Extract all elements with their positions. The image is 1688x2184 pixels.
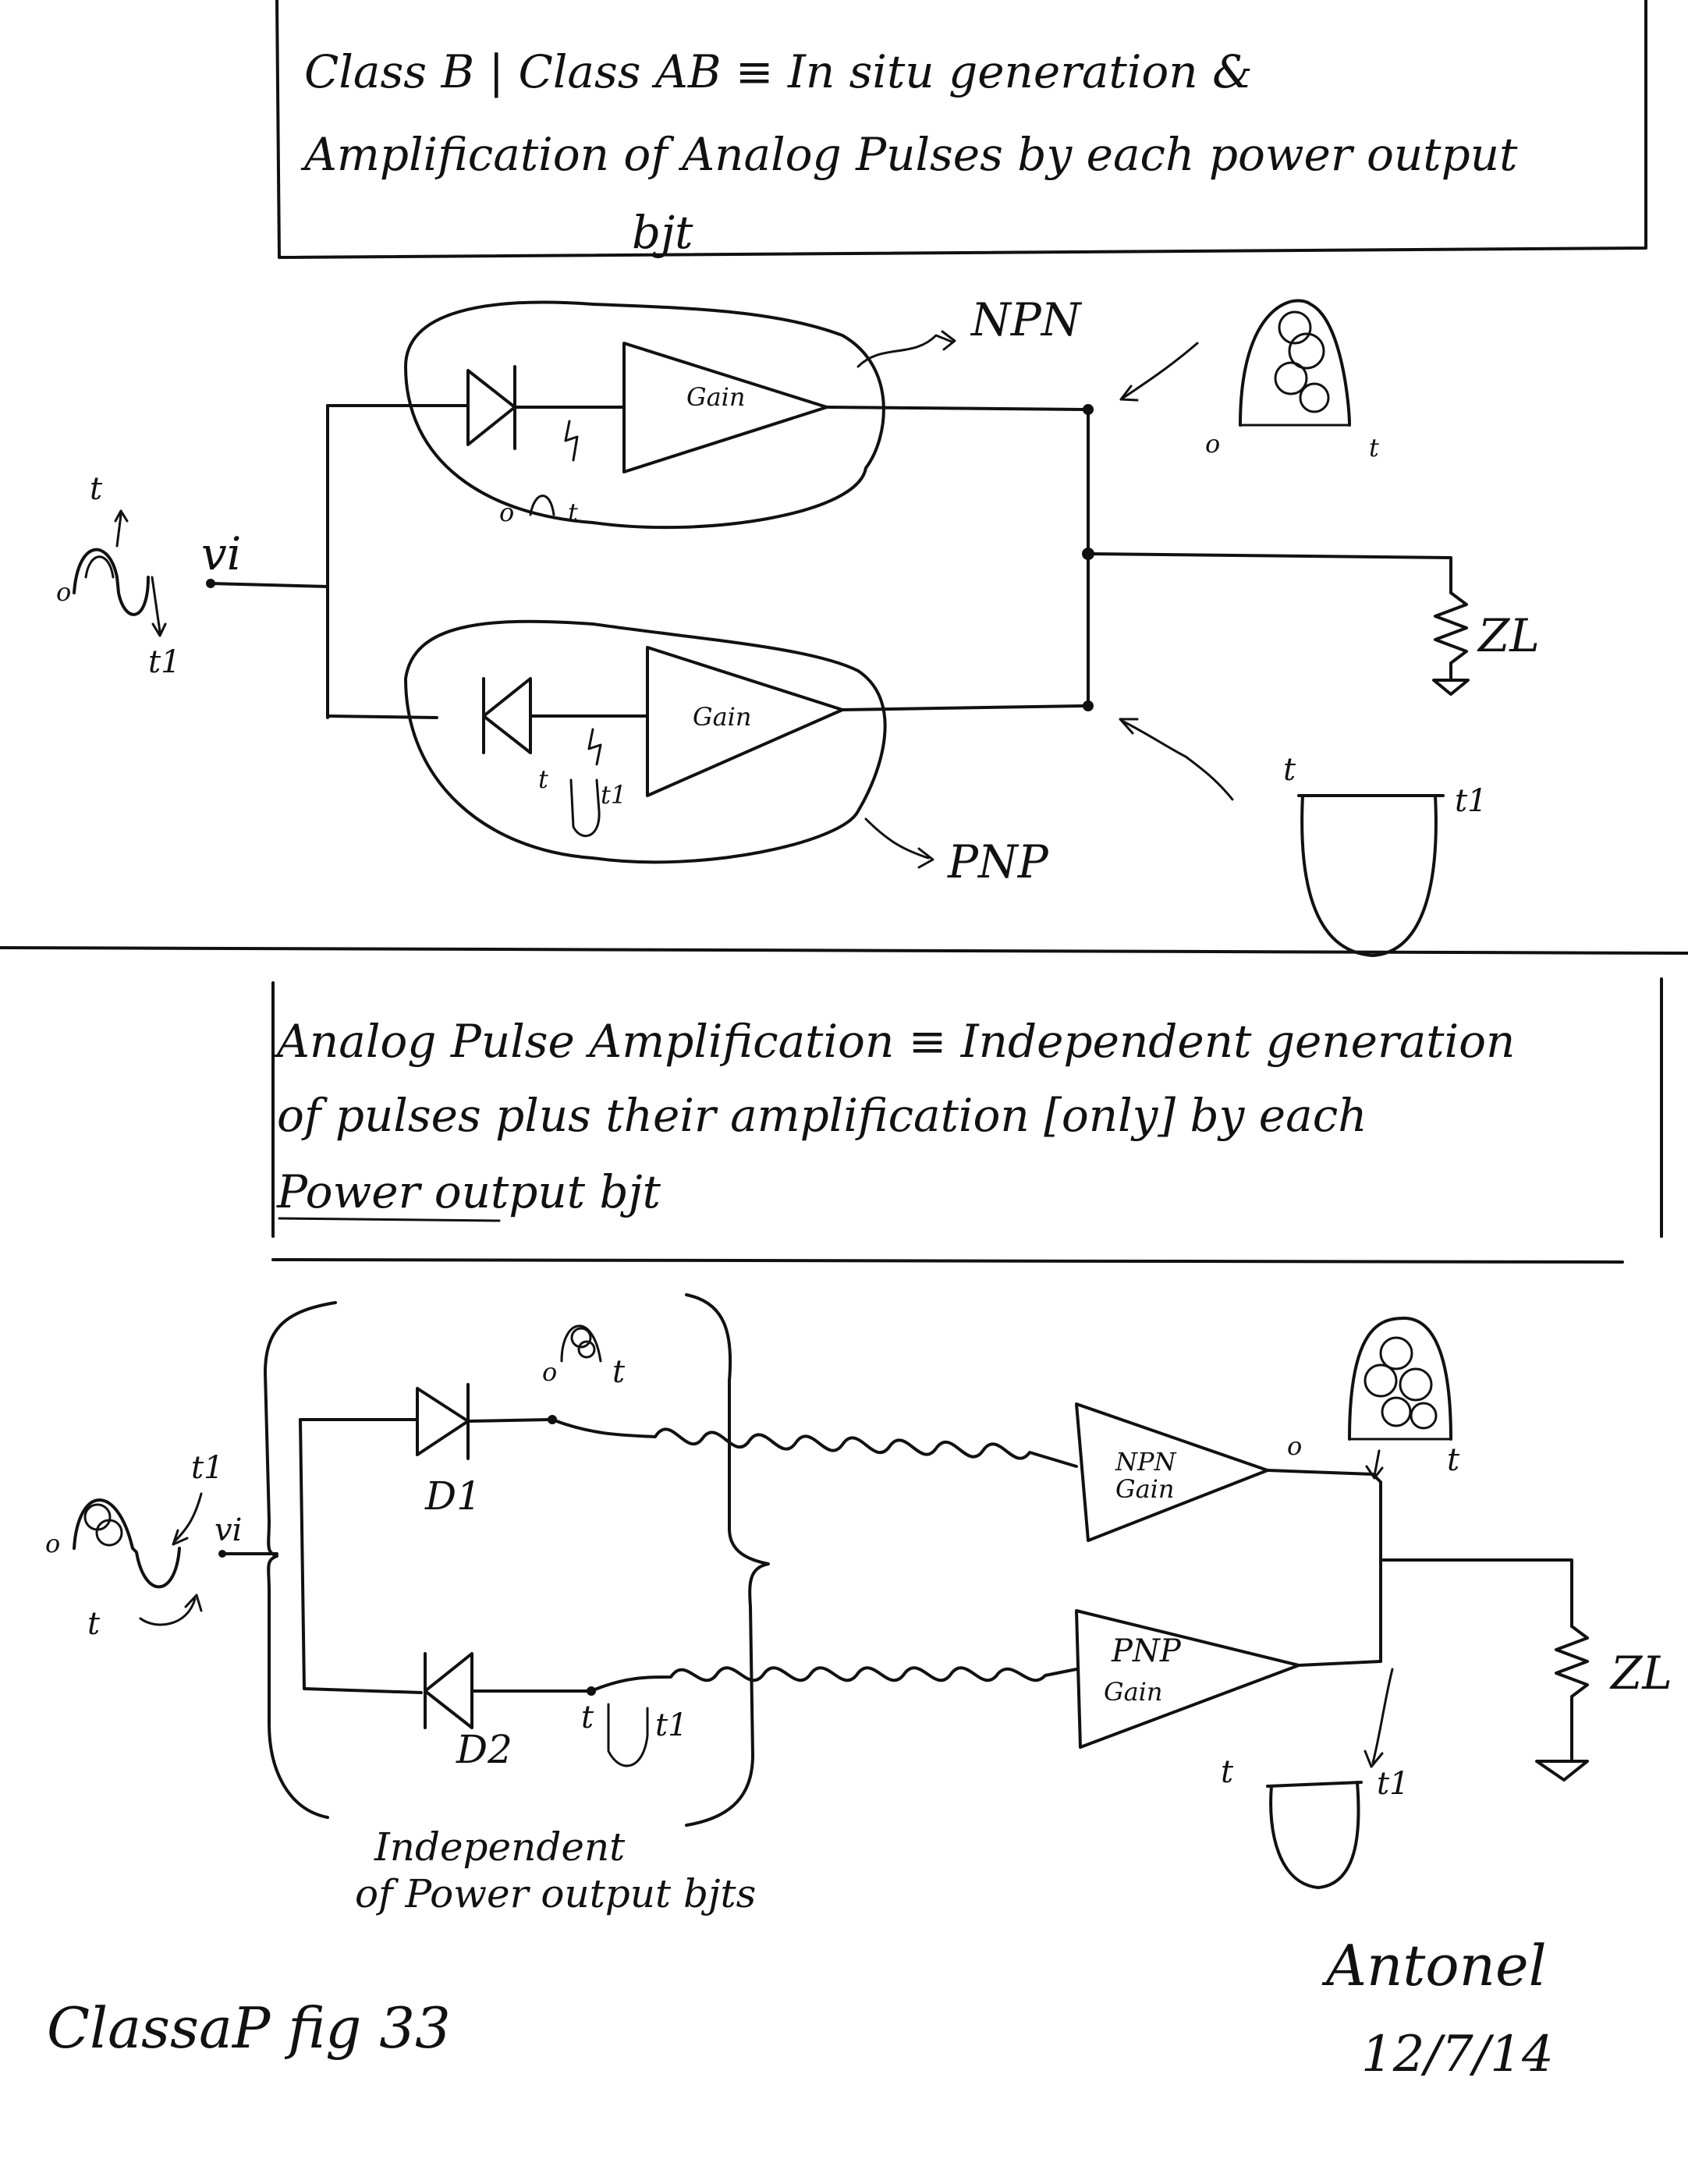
- upper-gain-label: Gain: [686, 382, 745, 412]
- bottom-input-waveform: o t t1: [45, 1450, 224, 1642]
- lower-wavy-link: [590, 1666, 1078, 1693]
- bottom-negative-output-pulse: t t1: [1221, 1668, 1410, 1889]
- figure-label: ClassaP fig 33: [47, 1995, 451, 2061]
- bottom-vi-label: vi: [215, 1512, 242, 1548]
- bottom-ground: [1535, 1760, 1589, 1782]
- bottom-title-line2: of pulses plus their amplification [only…: [277, 1089, 1367, 1142]
- bottom-input-zero: o: [45, 1529, 60, 1558]
- brace-caption-line2: of Power output bjts: [355, 1871, 756, 1916]
- bottom-title-line3: Power output bjt: [276, 1165, 661, 1218]
- diode-d2-label: D2: [456, 1727, 512, 1772]
- lower-pulse-t: t: [538, 764, 548, 794]
- left-brace: [264, 1301, 337, 1819]
- upper-gain-triangle: [622, 342, 828, 473]
- npn-gain-triangle: [1075, 1402, 1269, 1542]
- top-vi-label: vi: [201, 527, 241, 580]
- upper-pulse-zero: o: [499, 498, 514, 527]
- diode-d2: [424, 1652, 473, 1729]
- bottom-pos-pulse-zero: o: [1287, 1431, 1302, 1461]
- top-neg-pulse-t: t: [1283, 752, 1296, 788]
- diode-d1: [416, 1383, 470, 1460]
- top-circuit: t t1 o vi Gain o t NPN Gain t t1: [56, 293, 1540, 957]
- lower-gain-triangle: [646, 646, 844, 797]
- d2-pulse-t: t: [581, 1700, 594, 1736]
- right-brace: [685, 1293, 770, 1827]
- pnp-gain-triangle: [1075, 1609, 1300, 1749]
- upper-diode: [466, 365, 516, 450]
- top-positive-output-pulse: o t: [1119, 299, 1379, 463]
- bottom-input-t: t: [87, 1606, 101, 1642]
- diode-d1-label: D1: [424, 1473, 481, 1519]
- top-neg-pulse-t1: t1: [1455, 783, 1488, 819]
- upper-pulse-t: t: [568, 498, 578, 527]
- footer: ClassaP fig 33 Antonel 12/7/14: [47, 1933, 1554, 2083]
- bottom-neg-pulse-t1: t1: [1377, 1766, 1410, 1802]
- npn-blob: [404, 300, 885, 530]
- bottom-positive-output-pulse: o t: [1287, 1317, 1460, 1480]
- d1-pulse: o t: [542, 1324, 626, 1390]
- top-load-label: ZL: [1477, 609, 1540, 662]
- bottom-circuit: o t t1 vi D1 D2 o t: [45, 1293, 1672, 1916]
- lower-diode: [482, 677, 532, 754]
- pnp-gain-line1: PNP: [1111, 1633, 1182, 1669]
- pnp-gain-line2: Gain: [1104, 1677, 1162, 1707]
- bottom-input-t1: t1: [191, 1450, 224, 1486]
- top-title-line3: bjt: [632, 206, 693, 259]
- bottom-neg-pulse-t: t: [1221, 1754, 1234, 1790]
- bottom-load-label: ZL: [1609, 1647, 1672, 1700]
- bottom-title-box: Analog Pulse Amplification ≡ Independent…: [271, 977, 1663, 1264]
- d1-pulse-zero: o: [542, 1357, 557, 1387]
- top-input-t-label: t: [90, 471, 103, 507]
- top-input-waveform: t t1 o: [56, 471, 181, 680]
- top-title-line1: Class B | Class AB ≡ In situ generation …: [304, 45, 1253, 98]
- lower-pulse-t1: t1: [601, 780, 626, 810]
- brace-caption-line1: Independent: [374, 1824, 626, 1870]
- section-divider: [0, 946, 1688, 955]
- d1-pulse-t: t: [612, 1354, 626, 1390]
- bottom-title-line1: Analog Pulse Amplification ≡ Independent…: [273, 1015, 1515, 1068]
- lower-gain-label: Gain: [693, 702, 751, 732]
- npn-gain-line1: NPN: [1115, 1447, 1177, 1477]
- upper-wavy-link: [551, 1418, 1078, 1468]
- top-negative-output-pulse: t t1: [1119, 718, 1488, 957]
- top-ground: [1432, 679, 1470, 696]
- pnp-label: PNP: [947, 835, 1049, 888]
- top-pos-pulse-t: t: [1369, 433, 1379, 463]
- npn-gain-line2: Gain: [1115, 1474, 1174, 1504]
- top-input-zero-label: o: [56, 577, 71, 607]
- bottom-load-resistor: [1555, 1625, 1589, 1760]
- bottom-pos-pulse-t: t: [1447, 1442, 1460, 1478]
- signature: Antonel: [1321, 1933, 1547, 1998]
- top-title-line2: Amplification of Analog Pulses by each p…: [300, 128, 1518, 181]
- top-pos-pulse-zero: o: [1205, 429, 1220, 459]
- d2-pulse-t1: t1: [655, 1707, 688, 1743]
- top-input-t1-label: t1: [148, 644, 181, 680]
- top-load-resistor: [1434, 591, 1468, 680]
- top-title-box: Class B | Class AB ≡ In situ generation …: [275, 0, 1647, 259]
- pnp-blob: [404, 619, 887, 864]
- npn-label: NPN: [970, 293, 1083, 346]
- signature-date: 12/7/14: [1361, 2026, 1554, 2083]
- d2-pulse: t t1: [581, 1700, 688, 1767]
